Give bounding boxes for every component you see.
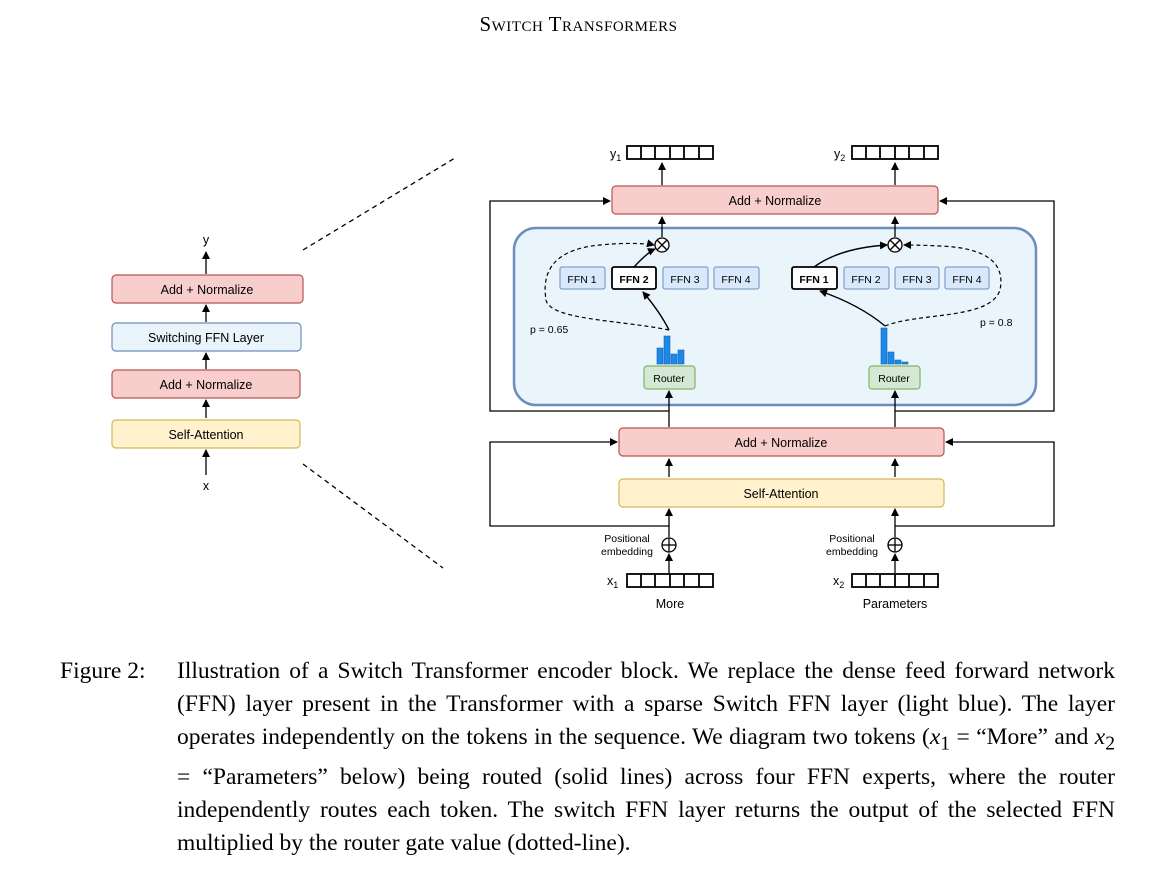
right-self-attention	[618, 478, 945, 508]
left-switching-ffn-label: Switching FFN Layer	[148, 331, 264, 345]
route-ffn2-to-multiply	[633, 248, 656, 268]
residual-top-right	[895, 197, 1055, 412]
plus-left-icon	[661, 537, 677, 553]
caption-label: Figure 2:	[60, 658, 146, 684]
hist-right-bar-4	[901, 361, 909, 365]
right-add-normalize-top	[611, 185, 939, 215]
router-left	[643, 365, 696, 390]
switch-transformer-diagram: y Add + Normalize Switching FFN Layer Ad…	[111, 145, 1055, 611]
x1-label: x1	[607, 574, 618, 590]
hist-left-bar-3	[670, 353, 678, 365]
ffn-right-4	[944, 266, 990, 290]
zoom-line-bottom	[302, 463, 444, 569]
residual-top-left	[489, 197, 669, 412]
router-right-label: Router	[878, 373, 910, 385]
multiply-right-icon	[887, 237, 903, 253]
zoom-line-top	[302, 157, 456, 251]
x1-vector	[626, 573, 714, 588]
route-ffn1-to-multiply	[813, 241, 888, 268]
ffn-right-4-label: FFN 4	[952, 274, 981, 286]
right-add-normalize-bottom-label: Add + Normalize	[735, 436, 828, 450]
pos-emb-right-line2: embedding	[826, 546, 878, 558]
multiply-left-icon	[654, 237, 670, 253]
gate-dashed-right	[884, 241, 1002, 327]
token-parameters: Parameters	[863, 597, 928, 611]
x2-vector	[851, 573, 939, 588]
right-encoder-block: y1 y2 Add + Normalize	[489, 145, 1055, 611]
figure-caption: Figure 2: Illustration of a Switch Trans…	[60, 655, 1115, 860]
router-left-label: Router	[653, 373, 685, 385]
route-router-left-to-ffn2	[642, 291, 670, 331]
router-right-histogram	[880, 327, 909, 365]
token-more: More	[656, 597, 685, 611]
y1-vector	[626, 145, 714, 160]
y2-vector	[851, 145, 939, 160]
prob-left-label: p = 0.65	[530, 324, 568, 336]
left-y-label: y	[203, 233, 210, 247]
hist-right-bar-1	[880, 327, 888, 365]
x2-label: x2	[833, 574, 844, 590]
right-add-normalize-top-label: Add + Normalize	[729, 194, 822, 208]
pos-emb-right-line1: Positional	[829, 533, 875, 545]
ffn-left-4-label: FFN 4	[721, 274, 750, 286]
hist-right-bar-2	[887, 351, 895, 365]
left-encoder-block: y Add + Normalize Switching FFN Layer Ad…	[111, 233, 304, 493]
ffn-left-3-label: FFN 3	[670, 274, 699, 286]
caption-part-1: Illustration of a Switch Transformer enc…	[177, 658, 1115, 750]
switch-ffn-layer-container	[512, 226, 1038, 407]
ffn-right-3	[894, 266, 940, 290]
route-router-right-to-ffn1	[819, 289, 886, 327]
left-self-attention	[111, 419, 301, 449]
ffn-right-3-label: FFN 3	[902, 274, 931, 286]
left-self-attention-label: Self-Attention	[168, 428, 243, 442]
y2-label: y2	[834, 147, 845, 163]
prob-right-label: p = 0.8	[980, 317, 1013, 329]
gate-dashed-left	[544, 239, 670, 331]
left-switching-ffn-layer	[111, 322, 302, 352]
left-add-normalize-bottom	[111, 369, 301, 399]
ffn-right-2-label: FFN 2	[851, 274, 880, 286]
router-left-histogram	[656, 335, 685, 365]
residual-bottom-left	[489, 438, 669, 527]
left-add-normalize-bottom-label: Add + Normalize	[160, 378, 253, 392]
y1-label: y1	[610, 147, 621, 163]
hist-left-bar-1	[656, 347, 664, 365]
left-add-normalize-top-label: Add + Normalize	[161, 283, 254, 297]
caption-text: Illustration of a Switch Transformer enc…	[177, 658, 1115, 856]
ffn-left-1	[559, 266, 606, 290]
ffn-left-4	[713, 266, 760, 290]
ffn-right-1-label: FFN 1	[799, 274, 828, 286]
plus-right-icon	[887, 537, 903, 553]
hist-left-bar-2	[663, 335, 671, 365]
router-right	[868, 365, 921, 390]
hist-left-bar-4	[677, 349, 685, 365]
pos-emb-left-line1: Positional	[604, 533, 650, 545]
residual-bottom-right	[895, 438, 1055, 527]
ffn-right-2	[843, 266, 890, 290]
running-header: Switch Transformers	[479, 12, 678, 36]
ffn-left-1-label: FFN 1	[567, 274, 596, 286]
hist-right-bar-3	[894, 359, 902, 365]
ffn-left-2-label: FFN 2	[619, 274, 648, 286]
ffn-left-3	[662, 266, 709, 290]
left-add-normalize-top	[111, 274, 304, 304]
left-x-label: x	[203, 479, 210, 493]
right-self-attention-label: Self-Attention	[743, 487, 818, 501]
right-add-normalize-bottom	[618, 427, 945, 457]
pos-emb-left-line2: embedding	[601, 546, 653, 558]
